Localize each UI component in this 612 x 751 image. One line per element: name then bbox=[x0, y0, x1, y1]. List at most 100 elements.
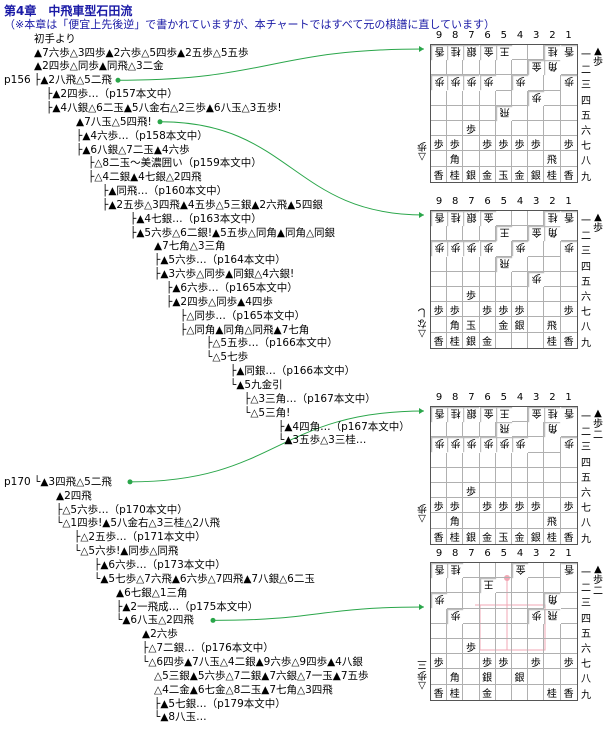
rank-label: 六 bbox=[581, 292, 591, 303]
board-square bbox=[528, 669, 545, 685]
board-square bbox=[479, 286, 496, 303]
gote-piece: 香 bbox=[563, 211, 574, 223]
board-square bbox=[479, 452, 496, 468]
sente-piece: 歩 bbox=[465, 486, 476, 498]
board-square bbox=[447, 654, 464, 670]
board-square: 香 bbox=[431, 332, 448, 348]
tree-line: └△5六歩!▲同歩△同飛 bbox=[74, 545, 179, 558]
page-ref: p170 bbox=[4, 475, 31, 488]
tree-line: ├▲6六歩…（p173本文中） bbox=[94, 559, 226, 571]
board-square: 飛 bbox=[544, 608, 561, 624]
board-square bbox=[463, 578, 480, 594]
gote-piece: 桂 bbox=[547, 45, 558, 57]
file-label: 9 bbox=[435, 30, 443, 41]
gote-piece: 金 bbox=[483, 45, 494, 57]
rank-label: 二 bbox=[581, 583, 591, 595]
board-square bbox=[479, 90, 496, 106]
board-square bbox=[447, 452, 464, 468]
board-square: 歩 bbox=[479, 437, 496, 453]
board-square bbox=[528, 563, 545, 579]
board-square: 玉 bbox=[496, 528, 512, 544]
board-square bbox=[544, 669, 561, 685]
file-label: 1 bbox=[565, 30, 572, 41]
gote-piece: 桂 bbox=[450, 407, 461, 419]
sente-piece: 歩 bbox=[449, 139, 460, 151]
board-square bbox=[560, 453, 577, 468]
board-square bbox=[544, 623, 561, 639]
rank-label: 五 bbox=[581, 472, 591, 484]
sente-piece: 歩 bbox=[514, 139, 525, 151]
board-square: 銀 bbox=[479, 669, 496, 685]
rank-label: 六 bbox=[581, 644, 591, 655]
board-square: 香 bbox=[431, 563, 448, 579]
board-square bbox=[544, 638, 561, 655]
board-square bbox=[463, 90, 480, 106]
tree-line: ├▲6八銀△7二玉▲4六歩 bbox=[76, 143, 190, 156]
sente-piece: 玉 bbox=[498, 532, 509, 544]
board-square bbox=[495, 120, 512, 137]
gote-piece: 歩 bbox=[466, 241, 477, 253]
board-square: 金 bbox=[480, 166, 496, 182]
board-square bbox=[447, 90, 464, 106]
gote-piece: 香 bbox=[563, 45, 574, 57]
file-label: 5 bbox=[500, 548, 507, 559]
board-square: 角 bbox=[544, 422, 561, 438]
board-square: 歩 bbox=[495, 136, 512, 152]
board-square bbox=[511, 60, 529, 76]
rank-label: 四 bbox=[581, 261, 591, 273]
rank-label: 三 bbox=[581, 598, 591, 610]
sente-piece: 歩 bbox=[563, 657, 574, 669]
board-square: 王 bbox=[495, 407, 512, 423]
sente-piece: 銀 bbox=[482, 672, 493, 684]
board-square: 歩 bbox=[431, 498, 448, 514]
board-square bbox=[511, 211, 529, 227]
sente-piece: 銀 bbox=[465, 336, 476, 348]
board-square: 金 bbox=[511, 563, 529, 579]
board-square bbox=[560, 257, 577, 272]
board-square: 歩 bbox=[447, 75, 464, 91]
board-square bbox=[560, 60, 577, 76]
gote-hand: △歩 bbox=[417, 502, 427, 524]
board-square: 桂 bbox=[544, 528, 561, 544]
rank-label: 八 bbox=[581, 674, 591, 686]
rank-label: 三 bbox=[581, 246, 591, 258]
board-square bbox=[463, 593, 480, 609]
gote-piece: 桂 bbox=[547, 407, 558, 419]
tree-line: └△6四歩▲7八玉△4二銀▲9六歩△9四歩▲4八銀 bbox=[142, 655, 363, 668]
tree-line: └▲5七歩△7六飛▲6六歩△7四飛▲7八銀△6二玉 bbox=[94, 572, 315, 585]
board-square bbox=[528, 593, 545, 609]
board-square: 桂 bbox=[544, 684, 561, 700]
board-square: 銀 bbox=[511, 317, 529, 333]
board-square: 飛 bbox=[495, 422, 512, 438]
tree-line: ├▲3六歩△同歩▲同銀△4六銀! bbox=[154, 268, 295, 281]
board-square bbox=[479, 623, 496, 639]
board-square: 桂 bbox=[447, 166, 464, 182]
board-square: 歩 bbox=[495, 437, 512, 453]
sente-piece: 桂 bbox=[546, 170, 557, 182]
gote-piece: 歩 bbox=[450, 437, 461, 449]
board-square: 歩 bbox=[560, 498, 577, 514]
board-square bbox=[479, 513, 496, 529]
board-square: 歩 bbox=[560, 75, 577, 91]
board-square bbox=[431, 513, 448, 529]
tree-line: ├△同角▲同角△同飛▲7七角 bbox=[180, 323, 310, 336]
gote-hand: △歩 bbox=[417, 140, 427, 162]
gote-piece: 王 bbox=[499, 45, 510, 57]
board-square bbox=[479, 467, 496, 483]
board-square bbox=[528, 422, 545, 438]
board-square: 香 bbox=[431, 528, 448, 544]
board-square bbox=[447, 271, 464, 287]
file-label: 2 bbox=[549, 392, 556, 403]
gote-piece: 歩 bbox=[563, 437, 574, 449]
board-square bbox=[431, 90, 448, 106]
tree-line: ├▲2八飛△5二飛 bbox=[34, 74, 112, 87]
file-label: 7 bbox=[468, 196, 475, 207]
gote-piece: 香 bbox=[434, 211, 445, 223]
tree-line: ├▲4七銀…（p163本文中） bbox=[130, 212, 262, 225]
board-square bbox=[528, 332, 545, 348]
tree-line: ▲2四歩△同歩▲同飛△3二金 bbox=[34, 60, 164, 73]
gote-piece: 歩 bbox=[450, 609, 461, 621]
board-square bbox=[495, 669, 512, 685]
chapter-note: （※本章は「便宜上先後逆」で書かれていますが、本チャートではすべて元の棋譜に直し… bbox=[4, 18, 496, 31]
